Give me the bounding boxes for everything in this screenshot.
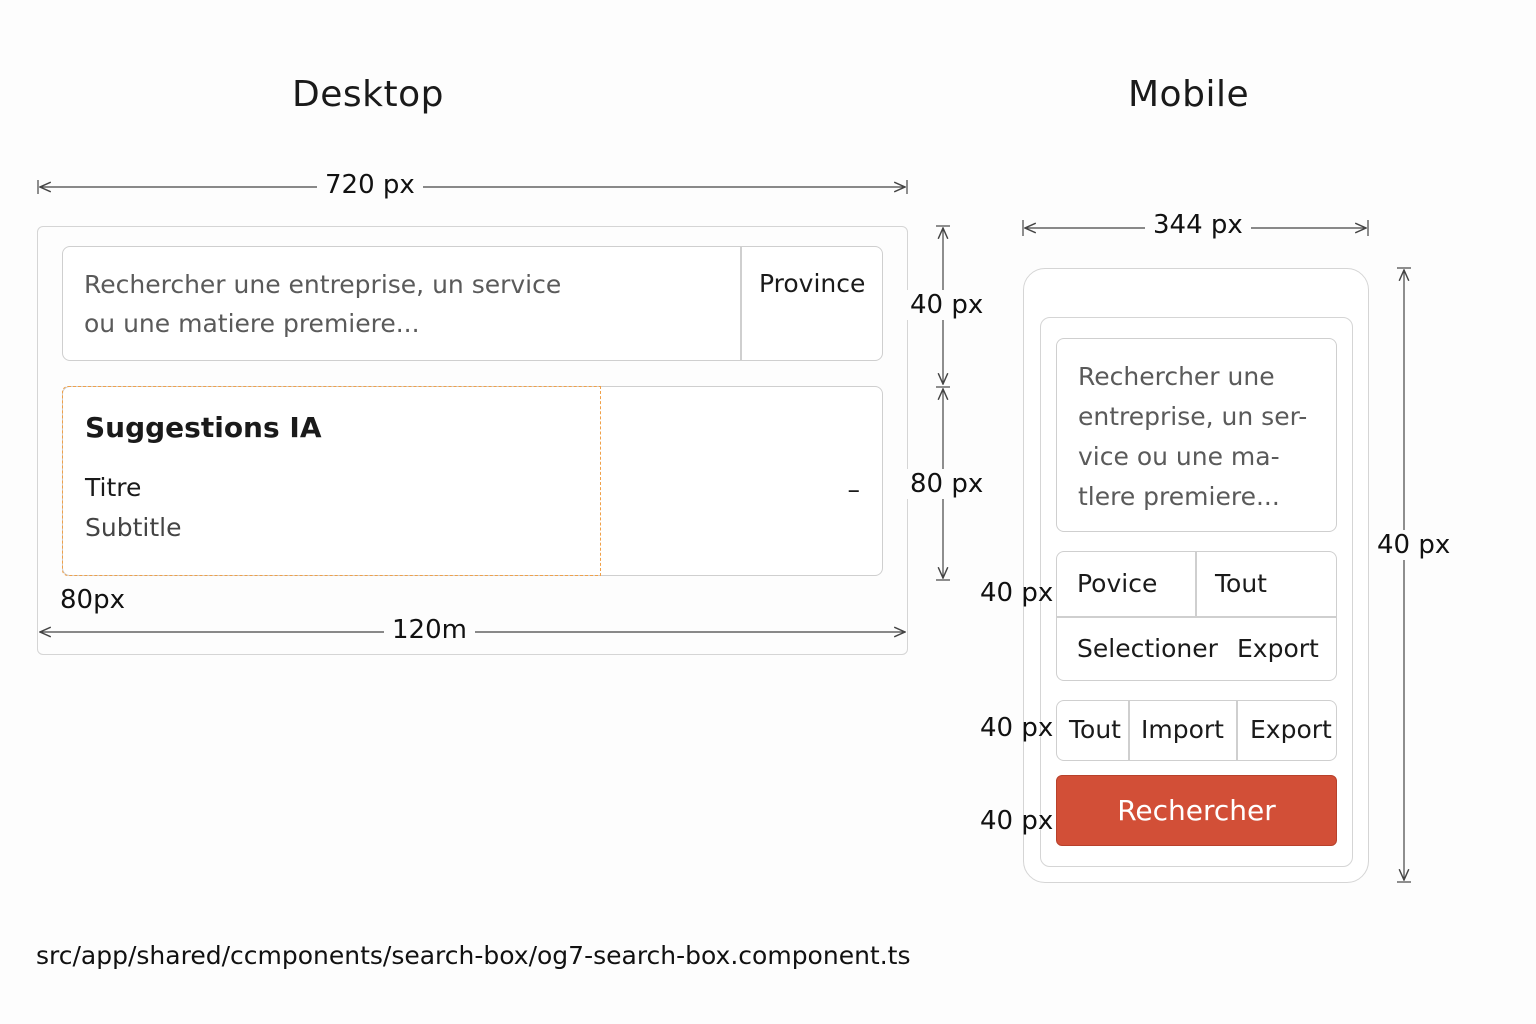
desktop-width-label: 720 px [317, 170, 423, 200]
row-label-2: 40 px [980, 713, 1054, 743]
placeholder-line-2: ou une matiere premiere... [84, 309, 420, 338]
row-label-1: 40 px [980, 578, 1054, 608]
search-button[interactable]: Rechercher [1056, 775, 1337, 846]
tout-filter[interactable]: Tout [1215, 569, 1267, 598]
suggestions-panel: – [62, 386, 883, 576]
mobile-filter-grid: Povice Tout Selectioner Export [1056, 551, 1337, 681]
bottom-size-label: 120m [384, 615, 475, 645]
export-button-row2[interactable]: Export [1237, 634, 1319, 663]
search-height-label: 40 px [906, 290, 988, 320]
province-select[interactable]: Province [759, 269, 866, 298]
import-button[interactable]: Import [1141, 715, 1224, 744]
action-divider-2 [1236, 701, 1238, 760]
mobile-placeholder-line-2: entreprise, un ser- [1078, 402, 1308, 431]
mobile-placeholder-line-3: vice ou une ma- [1078, 442, 1280, 471]
row-label-3: 40 px [980, 806, 1054, 836]
desktop-heading: Desktop [292, 74, 444, 115]
mobile-placeholder-line-1: Rechercher une [1078, 362, 1275, 391]
mobile-inner-frame [1040, 317, 1353, 867]
desktop-search-box[interactable]: Rechercher une entreprise, un service ou… [62, 246, 883, 361]
mobile-action-row: Tout Import Export [1056, 700, 1337, 761]
filter-row-divider [1057, 616, 1336, 618]
export-button[interactable]: Export [1250, 715, 1332, 744]
suggestions-highlight: Suggestions IA Titre Subtitle [62, 386, 601, 576]
selectioner-button[interactable]: Selectioner [1077, 634, 1218, 663]
suggestion-item-subtitle: Subtitle [85, 513, 182, 542]
search-divider [740, 247, 742, 360]
desktop-frame [37, 226, 908, 655]
desktop-search-input[interactable]: Rechercher une entreprise, un service ou… [84, 265, 561, 343]
mobile-width-label: 344 px [1145, 210, 1251, 240]
placeholder-line-1: Rechercher une entreprise, un service [84, 270, 562, 299]
mobile-placeholder-line-4: tlere premiere... [1078, 482, 1280, 511]
file-path: src/app/shared/ccmponents/search-box/og7… [36, 941, 911, 970]
filter-col-divider [1195, 552, 1197, 616]
mobile-search-placeholder: Rechercher une entreprise, un ser- vice … [1078, 357, 1307, 517]
province-filter[interactable]: Povice [1077, 569, 1158, 598]
tout-button[interactable]: Tout [1069, 715, 1121, 744]
suggestion-item-title[interactable]: Titre [85, 473, 142, 502]
mobile-search-input[interactable]: Rechercher une entreprise, un ser- vice … [1056, 338, 1337, 532]
suggestions-title: Suggestions IA [85, 411, 322, 444]
left-size-label: 80px [56, 585, 129, 615]
suggestions-height-label: 80 px [906, 469, 988, 499]
collapse-button[interactable]: – [847, 475, 861, 504]
mobile-height-label: 40 px [1373, 530, 1455, 560]
mobile-heading: Mobile [1128, 74, 1250, 115]
action-divider-1 [1128, 701, 1130, 760]
